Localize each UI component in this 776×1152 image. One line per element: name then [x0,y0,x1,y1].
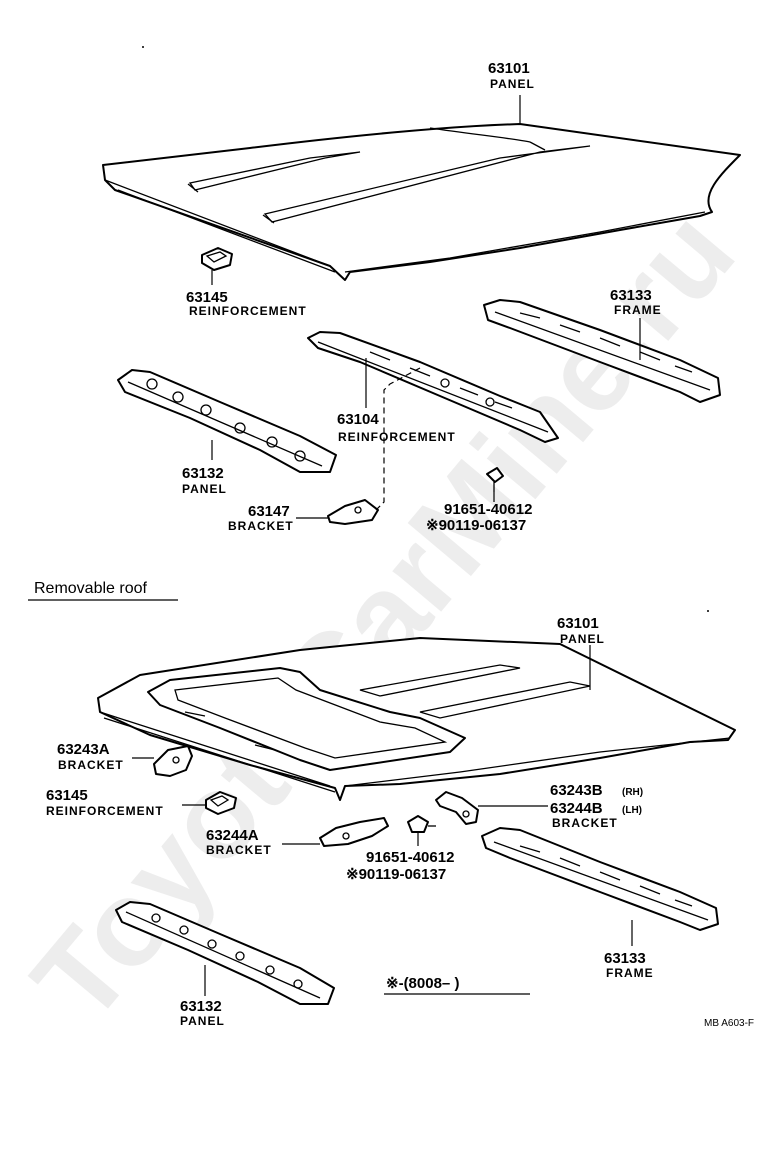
reinforcement-clip-removable [205,791,237,815]
label-63243b-side: (RH) [622,787,643,798]
label-63101-number-top: 63101 [488,60,530,77]
bracket-63244a [319,817,389,847]
label-63147-name: BRACKET [228,519,294,533]
label-63101-name-removable: PANEL [560,632,605,646]
label-63147-number: 63147 [248,503,290,520]
label-63132-number-removable: 63132 [180,998,222,1015]
screw-icon-removable [407,815,436,833]
label-63145-number-removable: 63145 [46,787,88,804]
label-63244a-name: BRACKET [206,843,272,857]
label-63101-name-top: PANEL [490,77,535,91]
label-63133-number-top: 63133 [610,287,652,304]
label-63133-number-removable: 63133 [604,950,646,967]
roof-panel-top [102,123,741,281]
front-panel-removable [115,901,335,1005]
bracket-63243a [153,745,193,777]
frame-removable [481,827,719,931]
label-screw-2-top: ※90119-06137 [426,517,526,534]
screw-icon-top [486,467,504,492]
label-63145-name-removable: REINFORCEMENT [46,804,164,818]
front-panel-top [117,369,337,473]
label-63243a-number: 63243A [57,741,110,758]
removable-roof-panel [97,637,736,801]
label-63243b-name: BRACKET [552,816,618,830]
label-63145-name-top: REINFORCEMENT [189,304,307,318]
label-63132-name-removable: PANEL [180,1014,225,1028]
label-63133-name-top: FRAME [614,303,662,317]
label-63244b-number: 63244B [550,800,603,817]
label-63104-name: REINFORCEMENT [338,430,456,444]
frame-top [483,299,721,403]
label-63243b-number: 63243B [550,782,603,799]
label-63104-number: 63104 [337,411,379,428]
label-63132-name-top: PANEL [182,482,227,496]
label-63133-name-removable: FRAME [606,966,654,980]
drawing-code: MB A603-F [704,1018,754,1029]
label-screw-1-top: 91651-40612 [444,501,532,518]
footnote-applicability: ※-(8008– ) [386,975,459,992]
label-63243a-name: BRACKET [58,758,124,772]
label-63145-number-top: 63145 [186,289,228,306]
label-63244b-side: (LH) [622,805,642,816]
section-heading-removable-roof: Removable roof [34,580,148,597]
label-63132-number-top: 63132 [182,465,224,482]
label-screw-2-removable: ※90119-06137 [346,866,446,883]
label-screw-1-removable: 91651-40612 [366,849,454,866]
reinforcement-clip-top [201,247,233,271]
label-63101-number-removable: 63101 [557,615,599,632]
bracket-63243b-63244b [435,791,479,825]
reinforcement-center-top [307,331,559,443]
bracket-top [327,499,379,525]
label-63244a-number: 63244A [206,827,259,844]
